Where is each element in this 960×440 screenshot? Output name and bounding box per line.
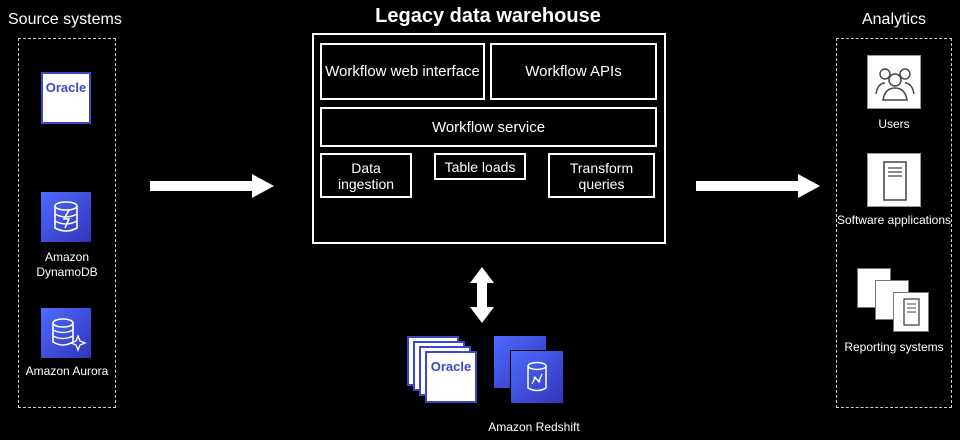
- workflow-apis-box: Workflow APIs: [490, 43, 657, 100]
- warehouse-title: Legacy data warehouse: [375, 5, 601, 27]
- workflow-service-label: Workflow service: [431, 118, 546, 136]
- workflow-service-box: Workflow service: [320, 107, 657, 147]
- reporting-systems-icon: [893, 292, 929, 332]
- reporting-systems-label: Reporting systems: [844, 340, 944, 354]
- data-ingestion-label: Data ingestion: [337, 159, 395, 192]
- redshift-label: Amazon Redshift: [488, 420, 580, 434]
- aurora-label: Amazon Aurora: [25, 364, 109, 378]
- software-applications-label: Software applications: [836, 213, 952, 227]
- users-label: Users: [878, 117, 910, 131]
- oracle-storage-label: Oracle: [430, 359, 472, 374]
- workflow-web-interface-label: Workflow web interface: [325, 63, 480, 80]
- data-ingestion-box: Data ingestion: [320, 153, 412, 198]
- dynamodb-label: Amazon DynamoDB: [36, 250, 98, 279]
- analytics-title: Analytics: [861, 11, 927, 28]
- table-loads-box: Table loads: [434, 153, 526, 180]
- redshift-glyph-icon: [527, 361, 547, 392]
- bidirectional-arrow-icon: [470, 267, 494, 323]
- source-systems-title: Source systems: [8, 11, 122, 28]
- dynamodb-icon: [41, 192, 91, 242]
- oracle-storage-icon: Oracle: [425, 351, 477, 403]
- dynamodb-glyph-icon: [54, 201, 78, 232]
- workflow-apis-label: Workflow APIs: [525, 63, 622, 80]
- arrow-to-analytics-icon: [696, 174, 820, 198]
- aurora-icon: [41, 308, 91, 358]
- transform-queries-box: Transform queries: [548, 153, 655, 198]
- report-glyph-icon: [903, 298, 920, 326]
- transform-queries-label: Transform queries: [569, 159, 634, 192]
- table-loads-label: Table loads: [444, 158, 516, 175]
- aurora-glyph-icon: [52, 318, 87, 352]
- software-applications-icon: [867, 153, 921, 207]
- oracle-source-icon: Oracle: [41, 72, 91, 124]
- server-glyph-icon: [883, 161, 907, 201]
- workflow-web-interface-box: Workflow web interface: [320, 43, 485, 100]
- users-icon: [867, 55, 921, 109]
- arrow-to-warehouse-icon: [150, 174, 274, 198]
- oracle-source-label: Oracle: [45, 80, 87, 95]
- analytics-container: [836, 38, 952, 408]
- source-systems-container: [18, 38, 116, 408]
- redshift-icon: [510, 350, 563, 403]
- users-glyph-icon: [875, 68, 915, 101]
- warehouse-container: [312, 33, 666, 244]
